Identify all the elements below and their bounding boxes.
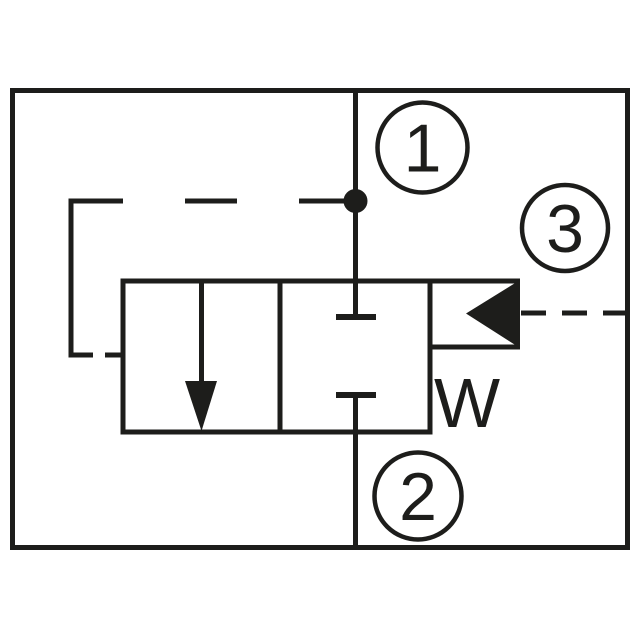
port-2-badge — [372, 450, 464, 542]
flow-arrow-head — [185, 381, 217, 431]
enclosure-border — [10, 88, 630, 550]
pilot-actuator-triangle-icon — [466, 280, 520, 348]
port-3-label: 3 — [546, 191, 584, 267]
junction-dot — [343, 189, 368, 213]
spring-icon: W — [434, 364, 500, 442]
port-1-label: 1 — [404, 111, 442, 187]
port-1-badge — [375, 100, 470, 195]
port-2-label: 2 — [399, 459, 437, 535]
valve-body — [120, 278, 433, 435]
port-3-badge — [519, 182, 611, 274]
